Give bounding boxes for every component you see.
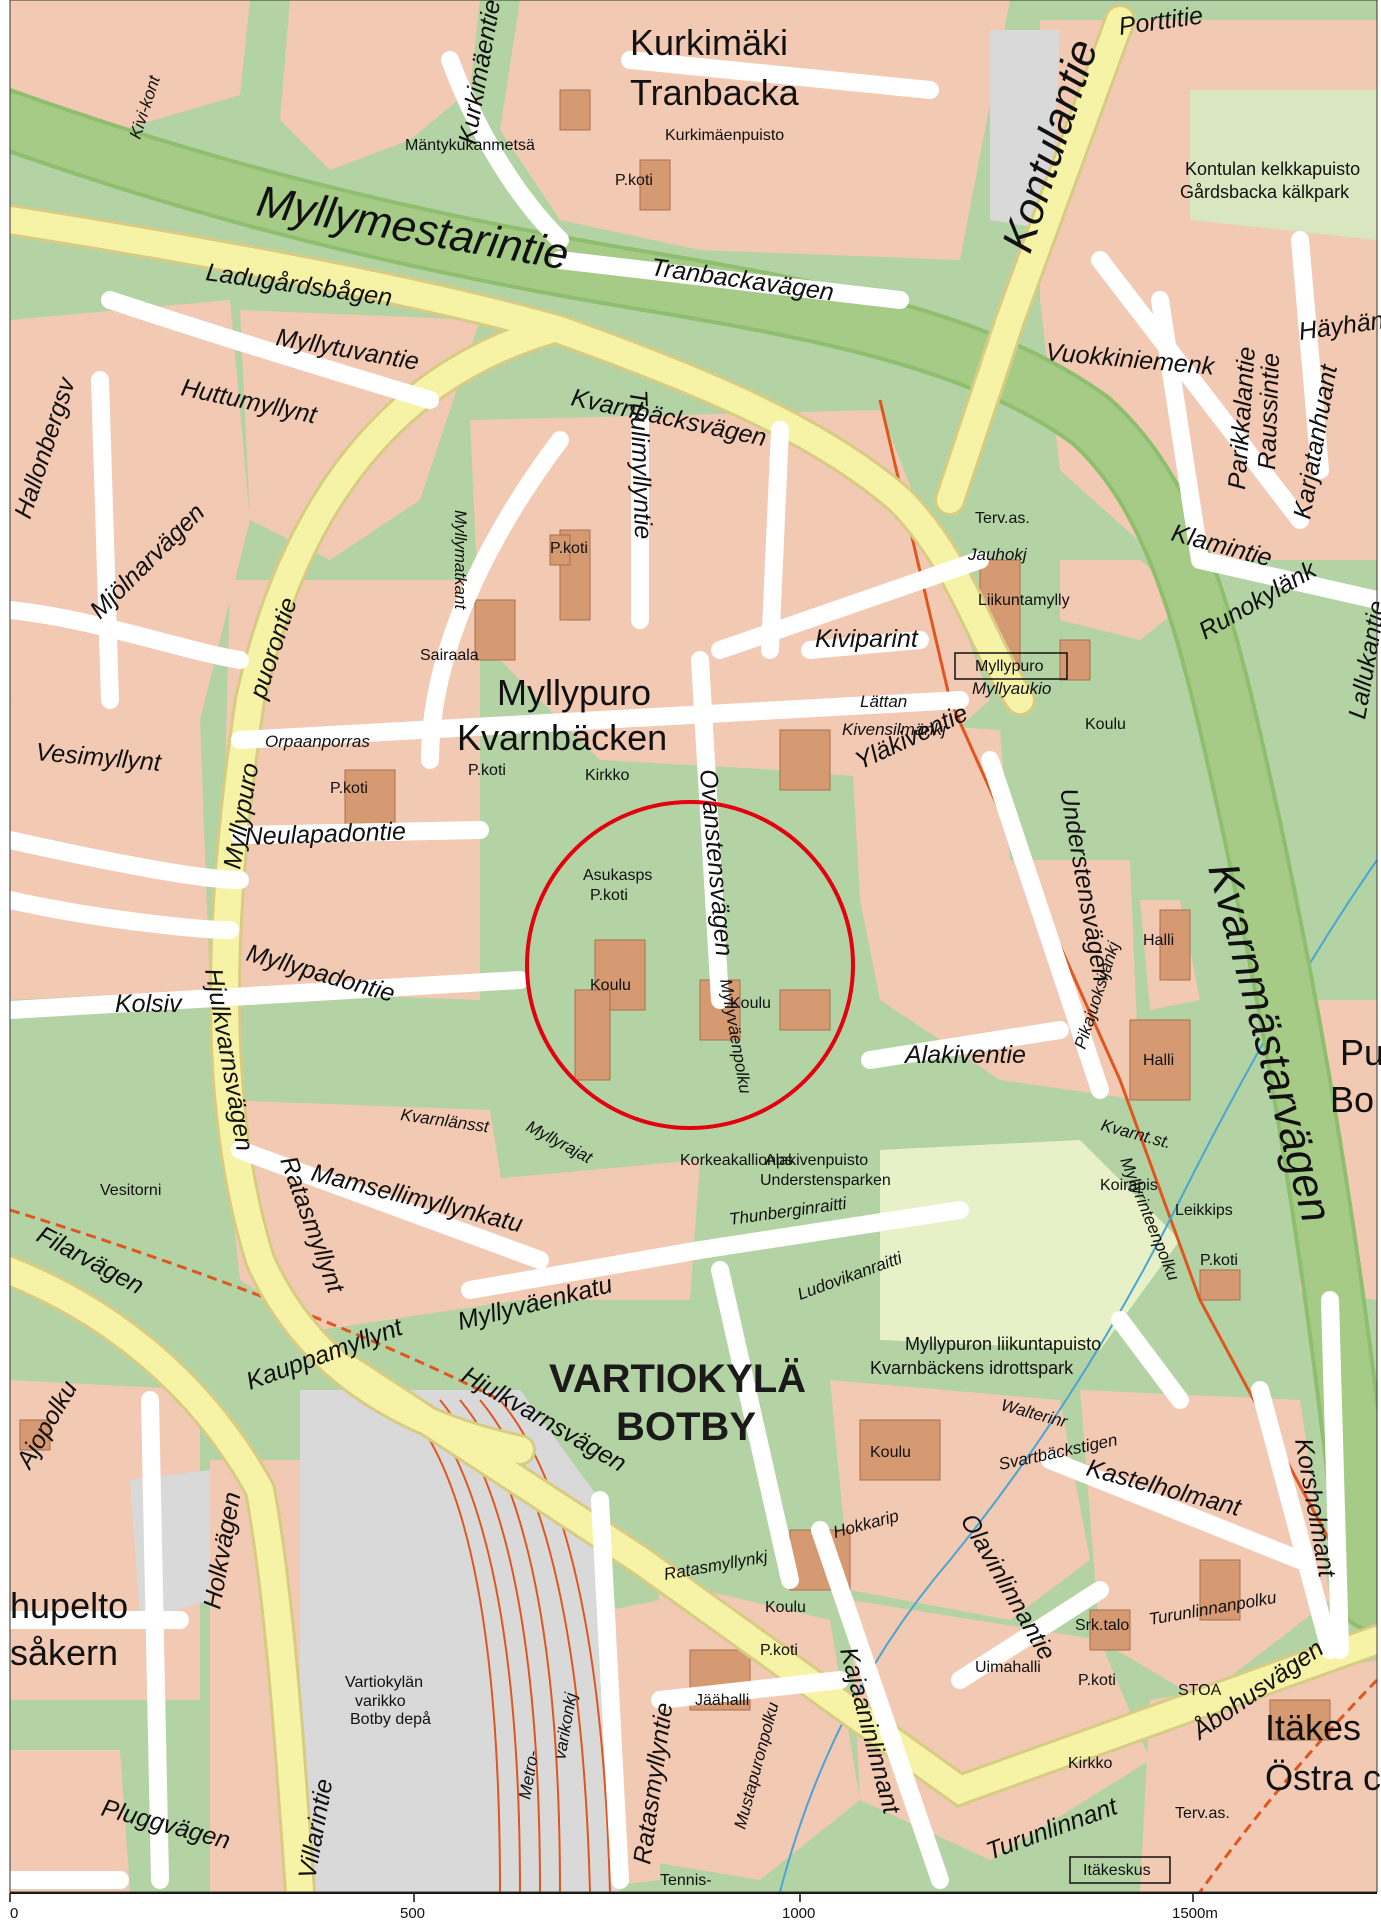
district-label-saakern: såkern	[10, 1632, 118, 1673]
poi-label-terv-as: Terv.as.	[975, 510, 1030, 527]
poi-label-understensparken: Understensparken	[760, 1172, 891, 1189]
poi-label-kvarnbackens-idrottspark: Kvarnbäckens idrottspark	[870, 1358, 1074, 1378]
poi-label-uimahalli: Uimahalli	[975, 1659, 1041, 1676]
metro-line-east	[1198, 1678, 1377, 1892]
poi-label-kirkko: Kirkko	[585, 767, 630, 784]
road-label-myllymatkant: Myllymatkant	[451, 510, 470, 610]
poi-label-sairaala: Sairaala	[420, 647, 479, 664]
poi-label-koulu-right: Koulu	[730, 995, 771, 1012]
poi-label-liikuntamylly: Liikuntamylly	[978, 592, 1070, 609]
poi-label-varikko: varikko	[355, 1693, 406, 1710]
path-label-lattan: Lättan	[860, 692, 907, 711]
district-labels: Kurkimäki Tranbacka Myllypuro Kvarnbäcke…	[10, 22, 1381, 1798]
road-label-alakiventie: Alakiventie	[903, 1041, 1026, 1069]
district-label-bo: Bo	[1330, 1079, 1374, 1120]
road-label-kiviparint: Kiviparint	[815, 625, 919, 653]
district-label-itakes: Itäkes	[1265, 1707, 1361, 1748]
poi-label-pkoti-stoa: P.koti	[1078, 1672, 1116, 1689]
park-label-mantykukanmetsa: Mäntykukanmetsä	[405, 137, 535, 154]
poi-label-pkoti-kvarnbacken: P.koti	[468, 762, 506, 779]
poi-label-botby-depa: Botby depå	[350, 1710, 431, 1728]
poi-label-jaahalli: Jäähalli	[695, 1692, 749, 1709]
poi-label-kurkimaenpuisto: Kurkimäenpuisto	[665, 127, 784, 144]
district-label-pu: Pu	[1340, 1032, 1381, 1073]
poi-label-pkoti-center: P.koti	[550, 540, 588, 557]
path-label-myllyaukio: Myllyaukio	[972, 679, 1051, 698]
poi-label-koirapis: Koirapis	[1100, 1177, 1158, 1194]
road-label-kolsiv: Kolsiv	[115, 990, 183, 1018]
poi-label-pkoti-asukas: P.koti	[590, 887, 628, 904]
district-label-botby: BOTBY	[616, 1405, 756, 1449]
district-label-tranbacka: Tranbacka	[630, 72, 800, 113]
district-label-vartiokyla: VARTIOKYLÄ	[549, 1357, 806, 1401]
scale-label-1500m: 1500m	[1172, 1905, 1218, 1921]
highlight-circle	[525, 800, 855, 1130]
district-label-ostra: Östra c	[1265, 1757, 1381, 1798]
scale-bar: 0 500 1000 1500m	[9, 1892, 1377, 1921]
district-label-hupelto: hupelto	[10, 1585, 128, 1626]
poi-label-terv-as-south: Terv.as.	[1175, 1805, 1230, 1822]
poi-label-srk-talo: Srk.talo	[1075, 1617, 1129, 1634]
gray-area-north	[990, 30, 1060, 230]
metro-station-box-itakeskus	[1069, 1856, 1171, 1884]
district-label-kvarnbacken: Kvarnbäcken	[457, 717, 667, 758]
rail-east	[878, 399, 1342, 1561]
sled-park-field	[1190, 90, 1377, 240]
poi-label-kirkko-south: Kirkko	[1068, 1755, 1113, 1772]
poi-label-kontulan-kelkkapuisto: Kontulan kelkkapuisto	[1185, 159, 1360, 179]
poi-label-vesitorni: Vesitorni	[100, 1182, 161, 1199]
sports-park-field	[880, 1140, 1180, 1350]
poi-label-halli-lower: Halli	[1143, 1052, 1174, 1069]
district-label-myllypuro: Myllypuro	[497, 672, 651, 713]
poi-label-halli-upper: Halli	[1143, 932, 1174, 949]
local-streets	[10, 51, 1377, 1889]
poi-label-gardsbacka-kalkpark: Gårdsbacka kälkpark	[1180, 182, 1350, 202]
road-label-neulapadontie: Neulapadontie	[244, 817, 406, 851]
poi-labels: P.koti Kurkimäenpuisto Kontulan kelkkapu…	[100, 127, 1360, 1889]
poi-label-leikkips: Leikkips	[1175, 1202, 1233, 1219]
road-label-orpaanporras: Orpaanporras	[265, 732, 370, 751]
poi-label-myllypuron-liikuntapuisto: Myllypuron liikuntapuisto	[905, 1334, 1101, 1354]
poi-label-alakivenpuisto: Alakivenpuisto	[765, 1152, 868, 1169]
scale-label-0: 0	[10, 1905, 18, 1921]
poi-label-stoa: STOA	[1178, 1682, 1222, 1699]
poi-label-asukasps: Asukasps	[583, 867, 652, 884]
poi-label-pkoti-west: P.koti	[330, 780, 368, 797]
gray-area-west	[130, 1470, 210, 1620]
district-label-kurkimaki: Kurkimäki	[630, 22, 788, 63]
metro-station-box-myllypuro	[954, 652, 1068, 680]
path-label-kivensilmankj: Kivensilmänkj	[842, 720, 947, 739]
poi-label-vartiokylan: Vartiokylän	[345, 1674, 423, 1691]
road-label-tuulimyllyntie: Tuulimyllyntie	[624, 389, 657, 539]
road-label-raussintie: Raussintie	[1253, 353, 1285, 471]
poi-label-korkeakallionps: Korkeakallionps	[680, 1152, 793, 1169]
poi-label-koulu-east: Koulu	[1085, 716, 1126, 733]
poi-label-myllypuro-station: Myllypuro	[975, 658, 1044, 675]
major-roads	[10, 87, 1377, 1631]
scale-label-1000: 1000	[782, 1905, 815, 1921]
poi-label-pkoti-ratas: P.koti	[760, 1642, 798, 1659]
poi-label-pkoti-kurkimaki: P.koti	[615, 172, 653, 189]
poi-label-itakeskus: Itäkeskus	[1083, 1862, 1151, 1879]
poi-label-koulu-ratas: Koulu	[765, 1599, 806, 1616]
metro-line	[10, 1208, 501, 1402]
path-label-jauhokj: Jauhokj	[967, 545, 1028, 564]
map-border	[9, 0, 1378, 1893]
poi-label-koulu-south: Koulu	[870, 1444, 911, 1461]
poi-label-tennis: Tennis-	[660, 1872, 712, 1889]
poi-label-koulu-left: Koulu	[590, 977, 631, 994]
scale-label-500: 500	[400, 1905, 425, 1921]
poi-label-pkoti-leikki: P.koti	[1200, 1252, 1238, 1269]
